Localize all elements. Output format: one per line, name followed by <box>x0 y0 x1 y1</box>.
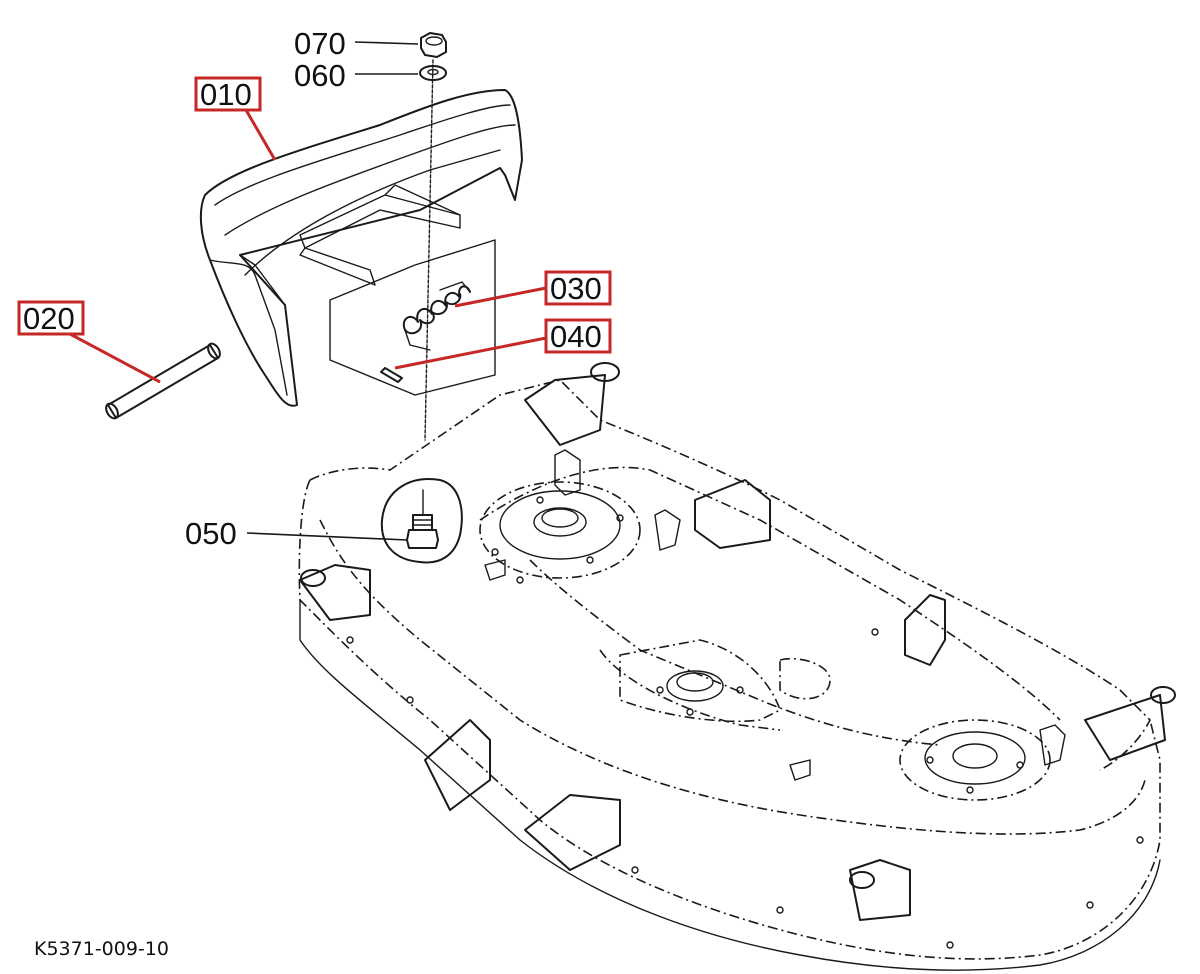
callout-060: 060 <box>294 58 418 93</box>
lock-pin-part <box>380 367 403 383</box>
callout-020-box <box>17 300 85 336</box>
callout-040-box <box>544 318 612 354</box>
torsion-spring-part <box>402 281 471 351</box>
callout-040-label: 040 <box>550 319 602 354</box>
hex-nut-part <box>420 32 447 58</box>
pivot-shaft-part <box>105 342 221 420</box>
callout-010-label: 010 <box>200 77 252 112</box>
assembly-axis-line <box>424 59 434 441</box>
bolt-part <box>380 478 463 564</box>
callout-050-label: 050 <box>185 516 237 551</box>
callout-030-label: 030 <box>550 271 602 306</box>
callout-050: 050 <box>185 516 408 551</box>
callout-020[interactable]: 020 <box>17 300 161 384</box>
callout-070: 070 <box>294 26 419 61</box>
callout-010-box <box>194 76 262 112</box>
callout-030[interactable]: 030 <box>454 270 612 308</box>
callout-040[interactable]: 040 <box>394 318 612 370</box>
callout-060-label: 060 <box>294 58 346 93</box>
mower-deck <box>298 362 1176 971</box>
callout-020-label: 020 <box>23 301 75 336</box>
figure-reference-code: K5371-009-10 <box>34 938 169 960</box>
callout-070-label: 070 <box>294 26 346 61</box>
callout-010[interactable]: 010 <box>194 76 277 161</box>
belt-cover-part <box>199 89 523 407</box>
